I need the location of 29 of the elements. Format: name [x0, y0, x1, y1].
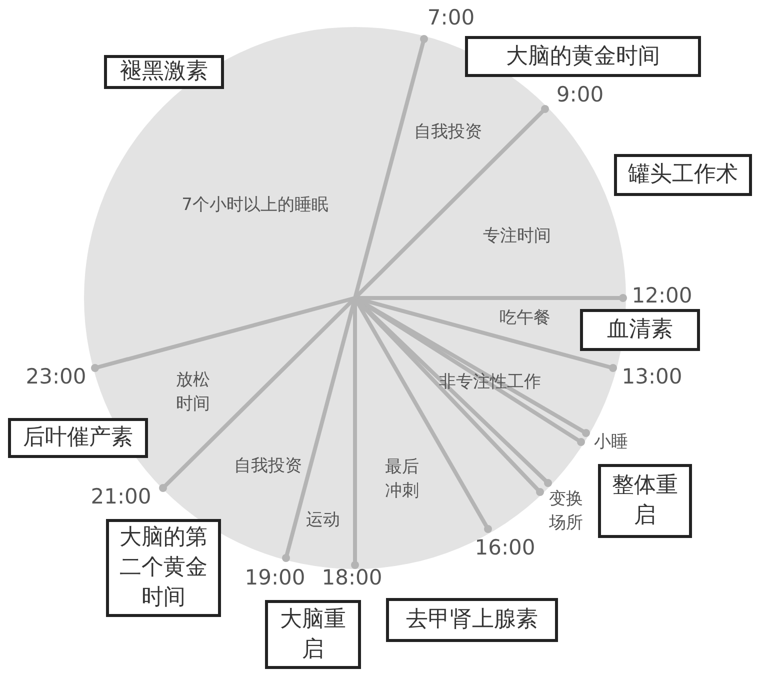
sector-label: 7个小时以上的睡眠 [182, 194, 328, 218]
sector-label: 放松时间 [175, 369, 211, 416]
time-label: 21:00 [90, 483, 152, 510]
label-box: 大脑的黄金时间 [465, 36, 701, 77]
label-box: 大脑的第二个黄金时间 [106, 519, 221, 617]
label-box: 大脑重启 [265, 600, 361, 669]
sector-label: 小睡 [594, 431, 628, 454]
sector-label: 自我投资 [234, 455, 302, 478]
sector-label: 专注时间 [483, 225, 551, 248]
label-box: 去甲肾上腺素 [386, 598, 558, 642]
time-label: 13:00 [622, 363, 682, 390]
label-box: 罐头工作术 [614, 154, 752, 196]
time-label: 23:00 [26, 363, 86, 390]
label-box: 血清素 [580, 309, 700, 351]
sector-label: 最后冲刺 [384, 456, 420, 503]
sector-label: 自我投资 [414, 121, 482, 144]
label-box: 后叶催产素 [8, 418, 148, 458]
time-label: 19:00 [244, 564, 306, 592]
sector-label: 非专注性工作 [439, 371, 541, 394]
time-label: 16:00 [474, 534, 536, 562]
label-box: 整体重启 [598, 464, 692, 538]
time-label: 18:00 [322, 564, 382, 592]
time-label: 9:00 [556, 81, 604, 108]
sector-label: 运动 [306, 509, 340, 532]
sector-label: 变换场所 [548, 488, 584, 535]
time-label: 12:00 [632, 282, 692, 310]
sector-label: 吃午餐 [500, 307, 550, 330]
label-box: 褪黑激素 [104, 55, 224, 89]
time-label: 7:00 [427, 4, 475, 32]
